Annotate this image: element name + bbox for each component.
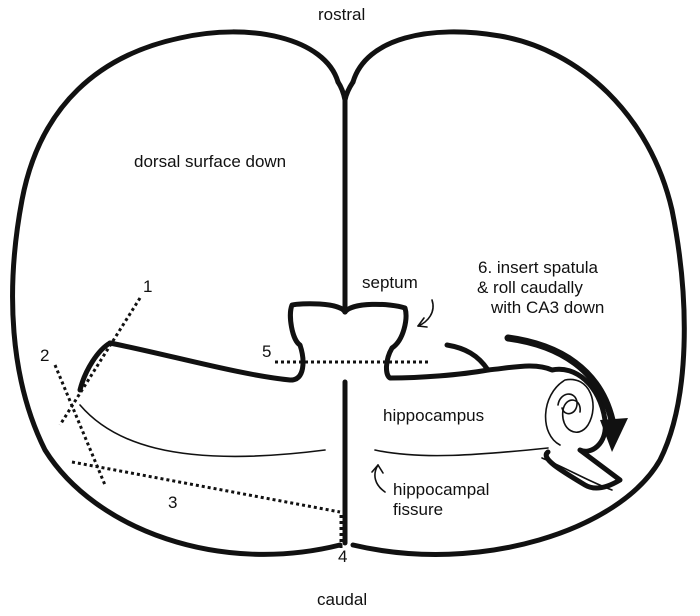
label-cut-5: 5 xyxy=(262,342,272,361)
left-fissure-line xyxy=(79,404,326,458)
hippocampus-spiral xyxy=(544,378,594,446)
right-septum-edge xyxy=(342,301,491,381)
roll-arrow xyxy=(504,334,616,424)
label-instruction: 6. insert spatula & roll caudally with C… xyxy=(477,258,605,318)
label-instruction-line3: with CA3 down xyxy=(491,298,605,317)
cut-line-1 xyxy=(58,297,142,426)
septum-arrowhead xyxy=(417,317,428,328)
right-hemisphere-outline xyxy=(350,29,687,557)
rolled-hippocampus xyxy=(485,363,623,491)
label-caudal: caudal xyxy=(317,590,368,609)
fissure-arrowhead xyxy=(371,464,384,474)
right-lower-line xyxy=(541,457,613,491)
label-hippocampus: hippocampus xyxy=(383,406,485,425)
label-dorsal-surface: dorsal surface down xyxy=(134,152,287,171)
label-cut-2: 2 xyxy=(40,346,50,365)
left-hemisphere-outline xyxy=(10,29,343,557)
label-fissure-line2: fissure xyxy=(393,500,444,519)
roll-arrowhead xyxy=(600,418,628,452)
cut-line-2 xyxy=(53,364,107,486)
label-rostral: rostral xyxy=(318,5,366,24)
label-instruction-line2: & roll caudally xyxy=(477,278,583,297)
rostral-notch xyxy=(335,79,356,103)
left-hippocampus-lower-edge xyxy=(77,340,113,393)
right-fissure-line xyxy=(374,447,549,457)
label-cut-3: 3 xyxy=(168,493,178,512)
hippocampus-hook xyxy=(444,342,491,373)
label-hippocampal-fissure: hippocampal fissure xyxy=(393,480,489,520)
label-cut-1: 1 xyxy=(143,277,153,296)
septum-arrow xyxy=(417,299,434,327)
left-hippocampus-edge xyxy=(107,301,348,383)
label-fissure-line1: hippocampal xyxy=(393,480,490,499)
label-cut-4: 4 xyxy=(338,547,348,566)
cut-line-3 xyxy=(71,460,341,514)
label-instruction-line1: 6. insert spatula xyxy=(478,258,599,277)
hippocampus-spiral-inner xyxy=(557,393,578,415)
label-septum: septum xyxy=(362,273,418,292)
